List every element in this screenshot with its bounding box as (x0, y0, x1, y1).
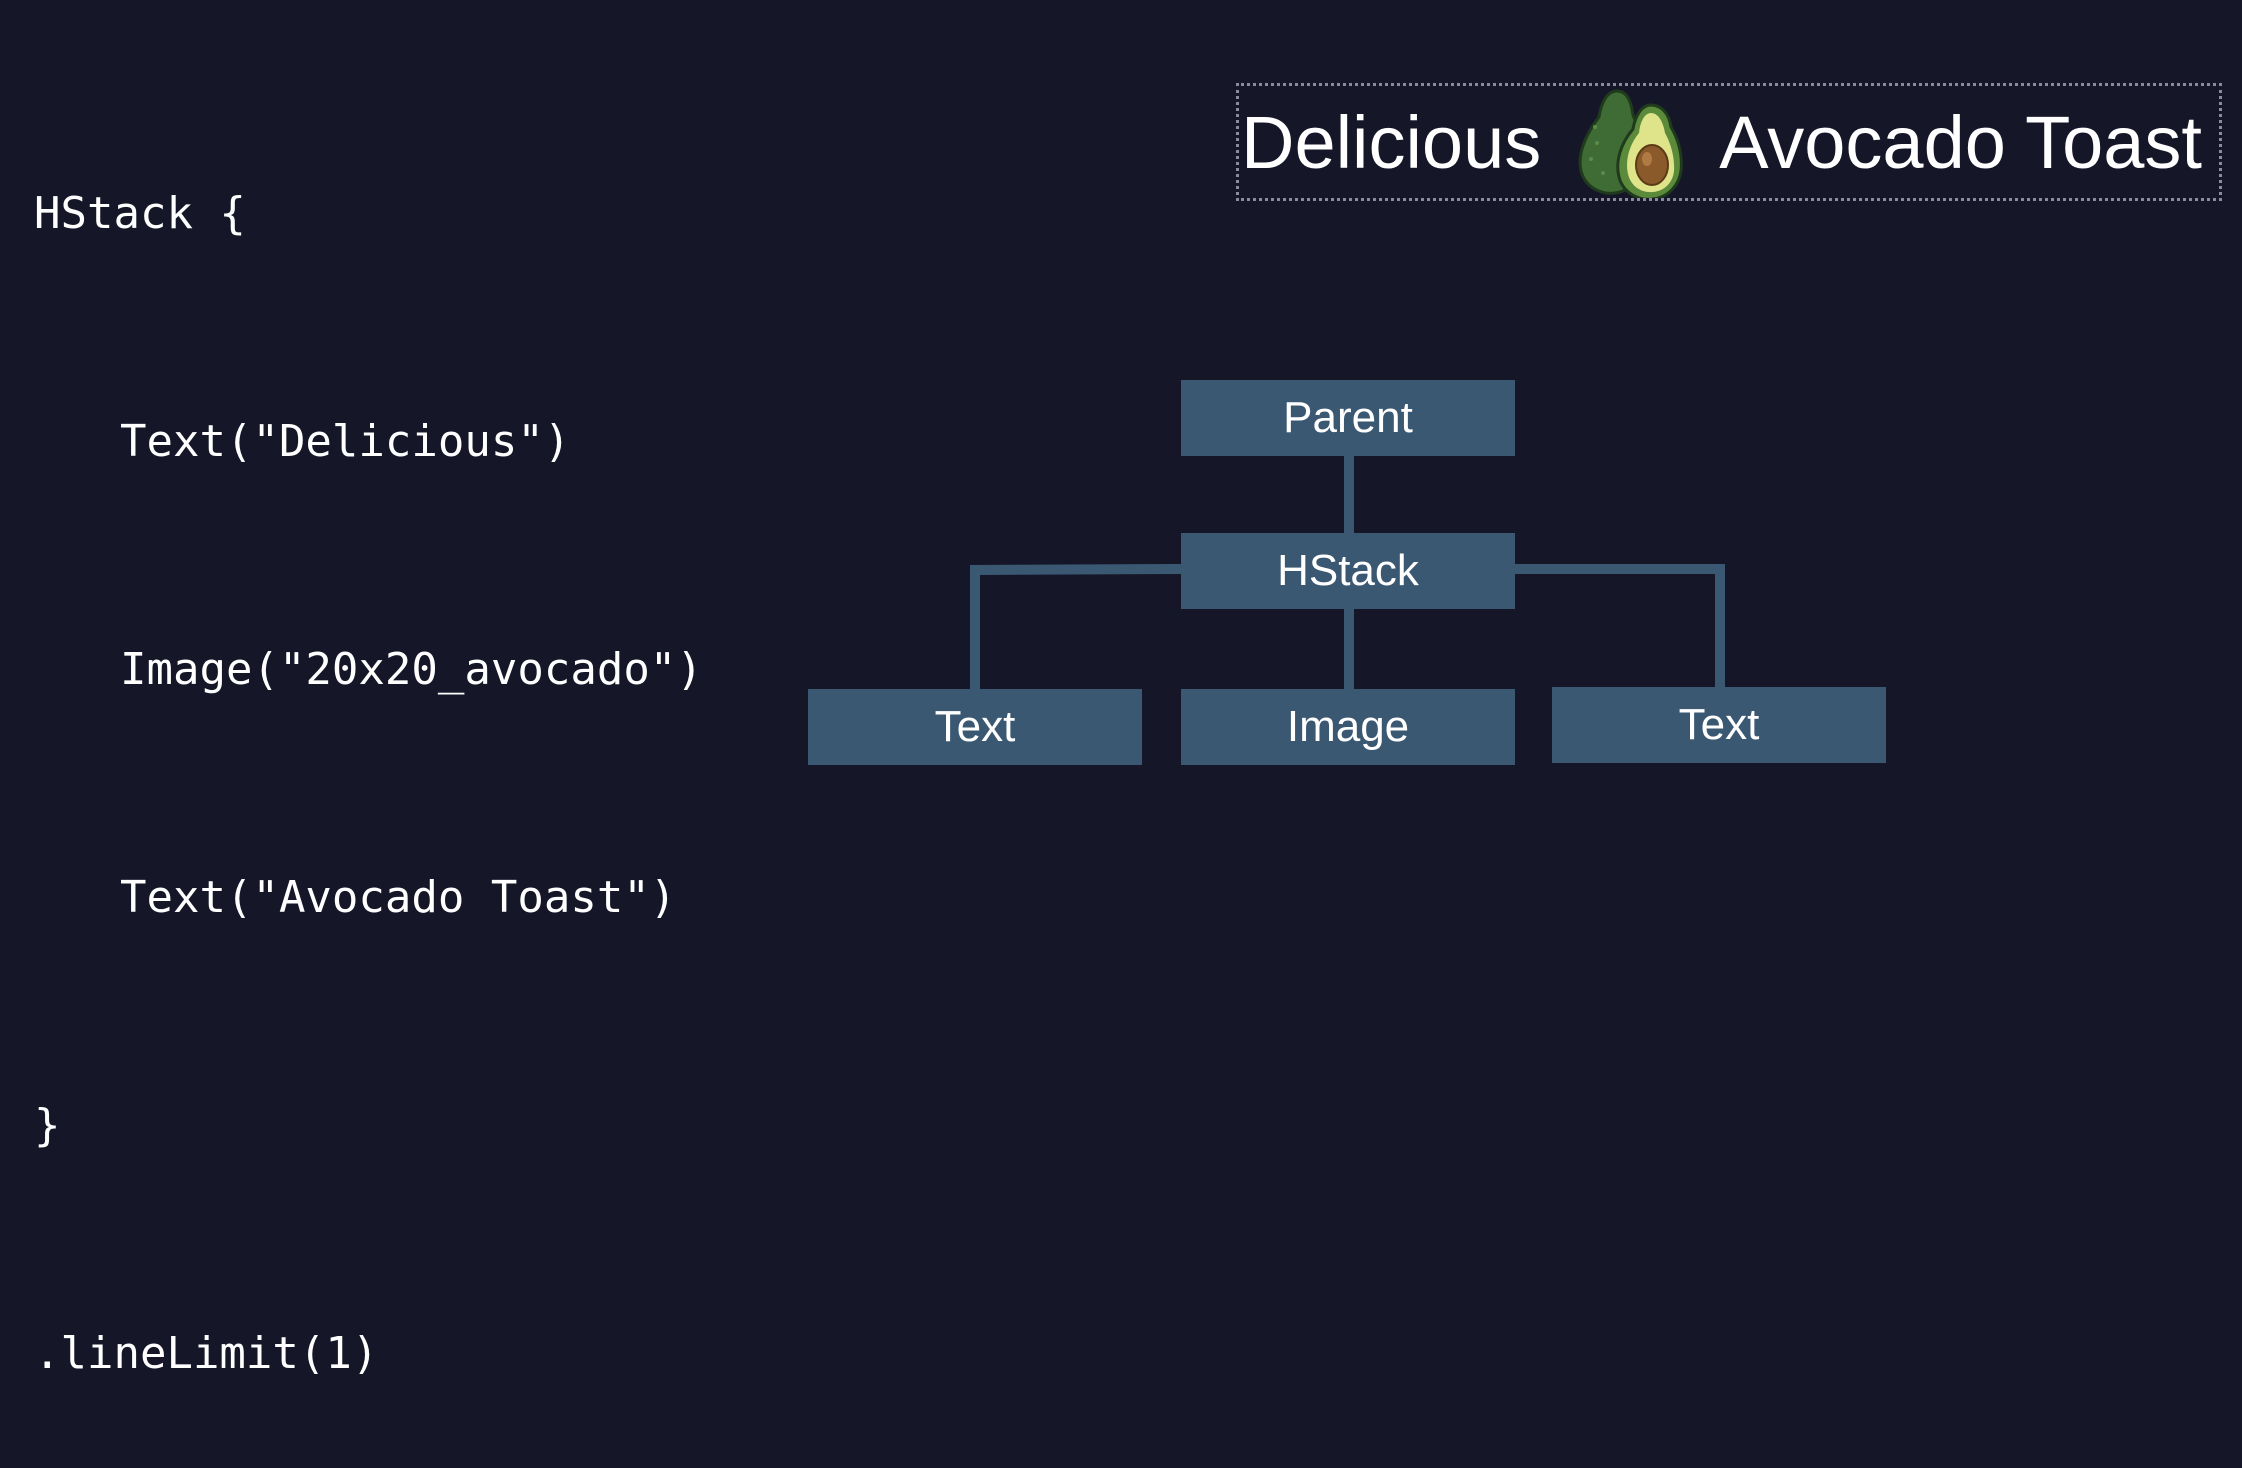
view-hierarchy-diagram: Parent HStack Text Image Text (808, 380, 1886, 765)
connector-hstack-text-left (970, 564, 1182, 690)
code-line: Image("20x20_avocado") (120, 644, 703, 695)
node-hstack: HStack (1181, 533, 1515, 609)
code-line: HStack { (34, 188, 246, 239)
code-line: Text("Delicious") (120, 416, 571, 467)
preview-text-avocado-toast: Avocado Toast (1719, 100, 2202, 184)
diagram-connectors (970, 456, 1725, 690)
code-line: } (34, 1100, 61, 1151)
hstack-preview: Delicious Avocado Toast (1236, 83, 2222, 201)
node-image: Image (1181, 689, 1515, 765)
node-text-right: Text (1552, 687, 1886, 763)
node-text-left: Text (808, 689, 1142, 765)
preview-text-delicious: Delicious (1241, 100, 1542, 184)
avocado-icon (1578, 89, 1684, 198)
code-line: Text("Avocado Toast") (120, 872, 677, 923)
node-parent: Parent (1181, 380, 1515, 456)
connector-hstack-text-right (1515, 564, 1725, 688)
code-line: .lineLimit(1) (34, 1328, 379, 1379)
